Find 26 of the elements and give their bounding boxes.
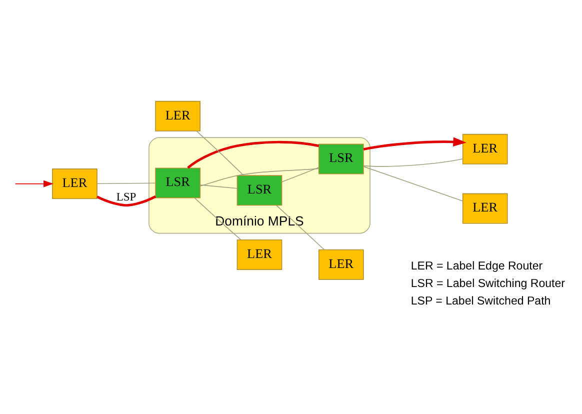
node-box: LER [318, 248, 364, 280]
connector [282, 166, 320, 182]
connector [187, 140, 320, 168]
connector [200, 168, 320, 186]
connector [363, 158, 464, 166]
connector [196, 130, 244, 176]
node-box: LSR [155, 167, 201, 198]
node-box: LSR [236, 174, 282, 206]
arrow [14, 180, 54, 187]
node-box: LER [155, 100, 201, 131]
label: LSR = Label Switching Router [410, 278, 566, 290]
connector [194, 197, 242, 240]
label: LSP = Label Switched Path [410, 294, 551, 307]
edge-label: LSP [116, 190, 136, 203]
node-box: LER [462, 133, 508, 164]
node-box: LER [462, 192, 508, 224]
connector [96, 194, 156, 206]
node-box: LSR [318, 143, 364, 174]
connector [276, 204, 325, 250]
node-box: LER [52, 168, 98, 199]
connector [200, 184, 238, 188]
connector [96, 182, 156, 184]
arrow [363, 136, 466, 150]
label: LER = Label Edge Router [410, 260, 543, 272]
node-box: LER [236, 238, 282, 270]
connector [363, 166, 464, 201]
